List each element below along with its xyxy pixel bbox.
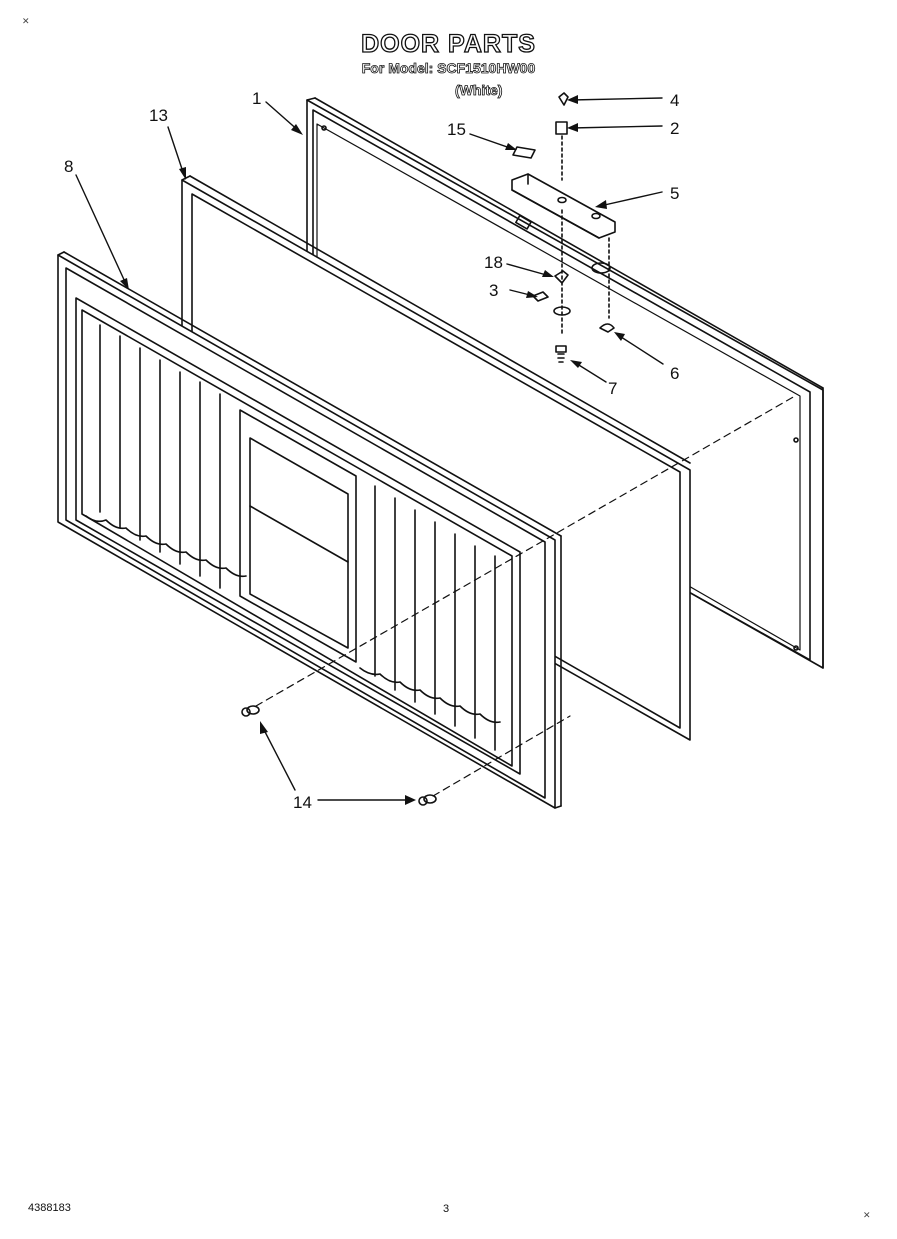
callout-1: 1 (252, 89, 261, 108)
callout-3: 3 (489, 281, 498, 300)
outer-door-panel-part-8 (57, 251, 562, 809)
callout-8: 8 (64, 157, 73, 176)
callout-15: 15 (447, 120, 466, 139)
part-number: 4388183 (28, 1202, 71, 1214)
callout-13: 13 (149, 106, 168, 125)
screw-part-4 (558, 92, 569, 106)
corner-mark-bottom: ✕ (863, 1210, 871, 1220)
callout-14: 14 (293, 793, 312, 812)
plug-part-14-b (418, 794, 437, 806)
callout-6: 6 (670, 364, 679, 383)
page-title: DOOR PARTS (360, 29, 536, 58)
callout-5: 5 (670, 184, 679, 203)
callout-2: 2 (670, 119, 679, 138)
color-variant: (White) (455, 82, 503, 99)
bushing-part-2 (555, 121, 568, 135)
pad-part-15 (512, 146, 536, 159)
model-subtitle: For Model: SCF1510HW00 (361, 60, 536, 77)
callout-4: 4 (670, 91, 679, 110)
hinge-part-5 (511, 173, 616, 239)
spacer-part-3 (532, 291, 549, 302)
plug-part-14-a (241, 705, 260, 717)
callout-18: 18 (484, 253, 503, 272)
callout-leaders (75, 97, 664, 801)
clip-part-18 (554, 270, 569, 284)
latch-part-6 (599, 323, 615, 333)
screw-part-7 (555, 345, 567, 363)
hinge-hardware-group (241, 92, 616, 806)
page-number: 3 (443, 1203, 450, 1215)
corner-mark-top: ✕ (22, 16, 30, 26)
callout-7: 7 (608, 379, 617, 398)
